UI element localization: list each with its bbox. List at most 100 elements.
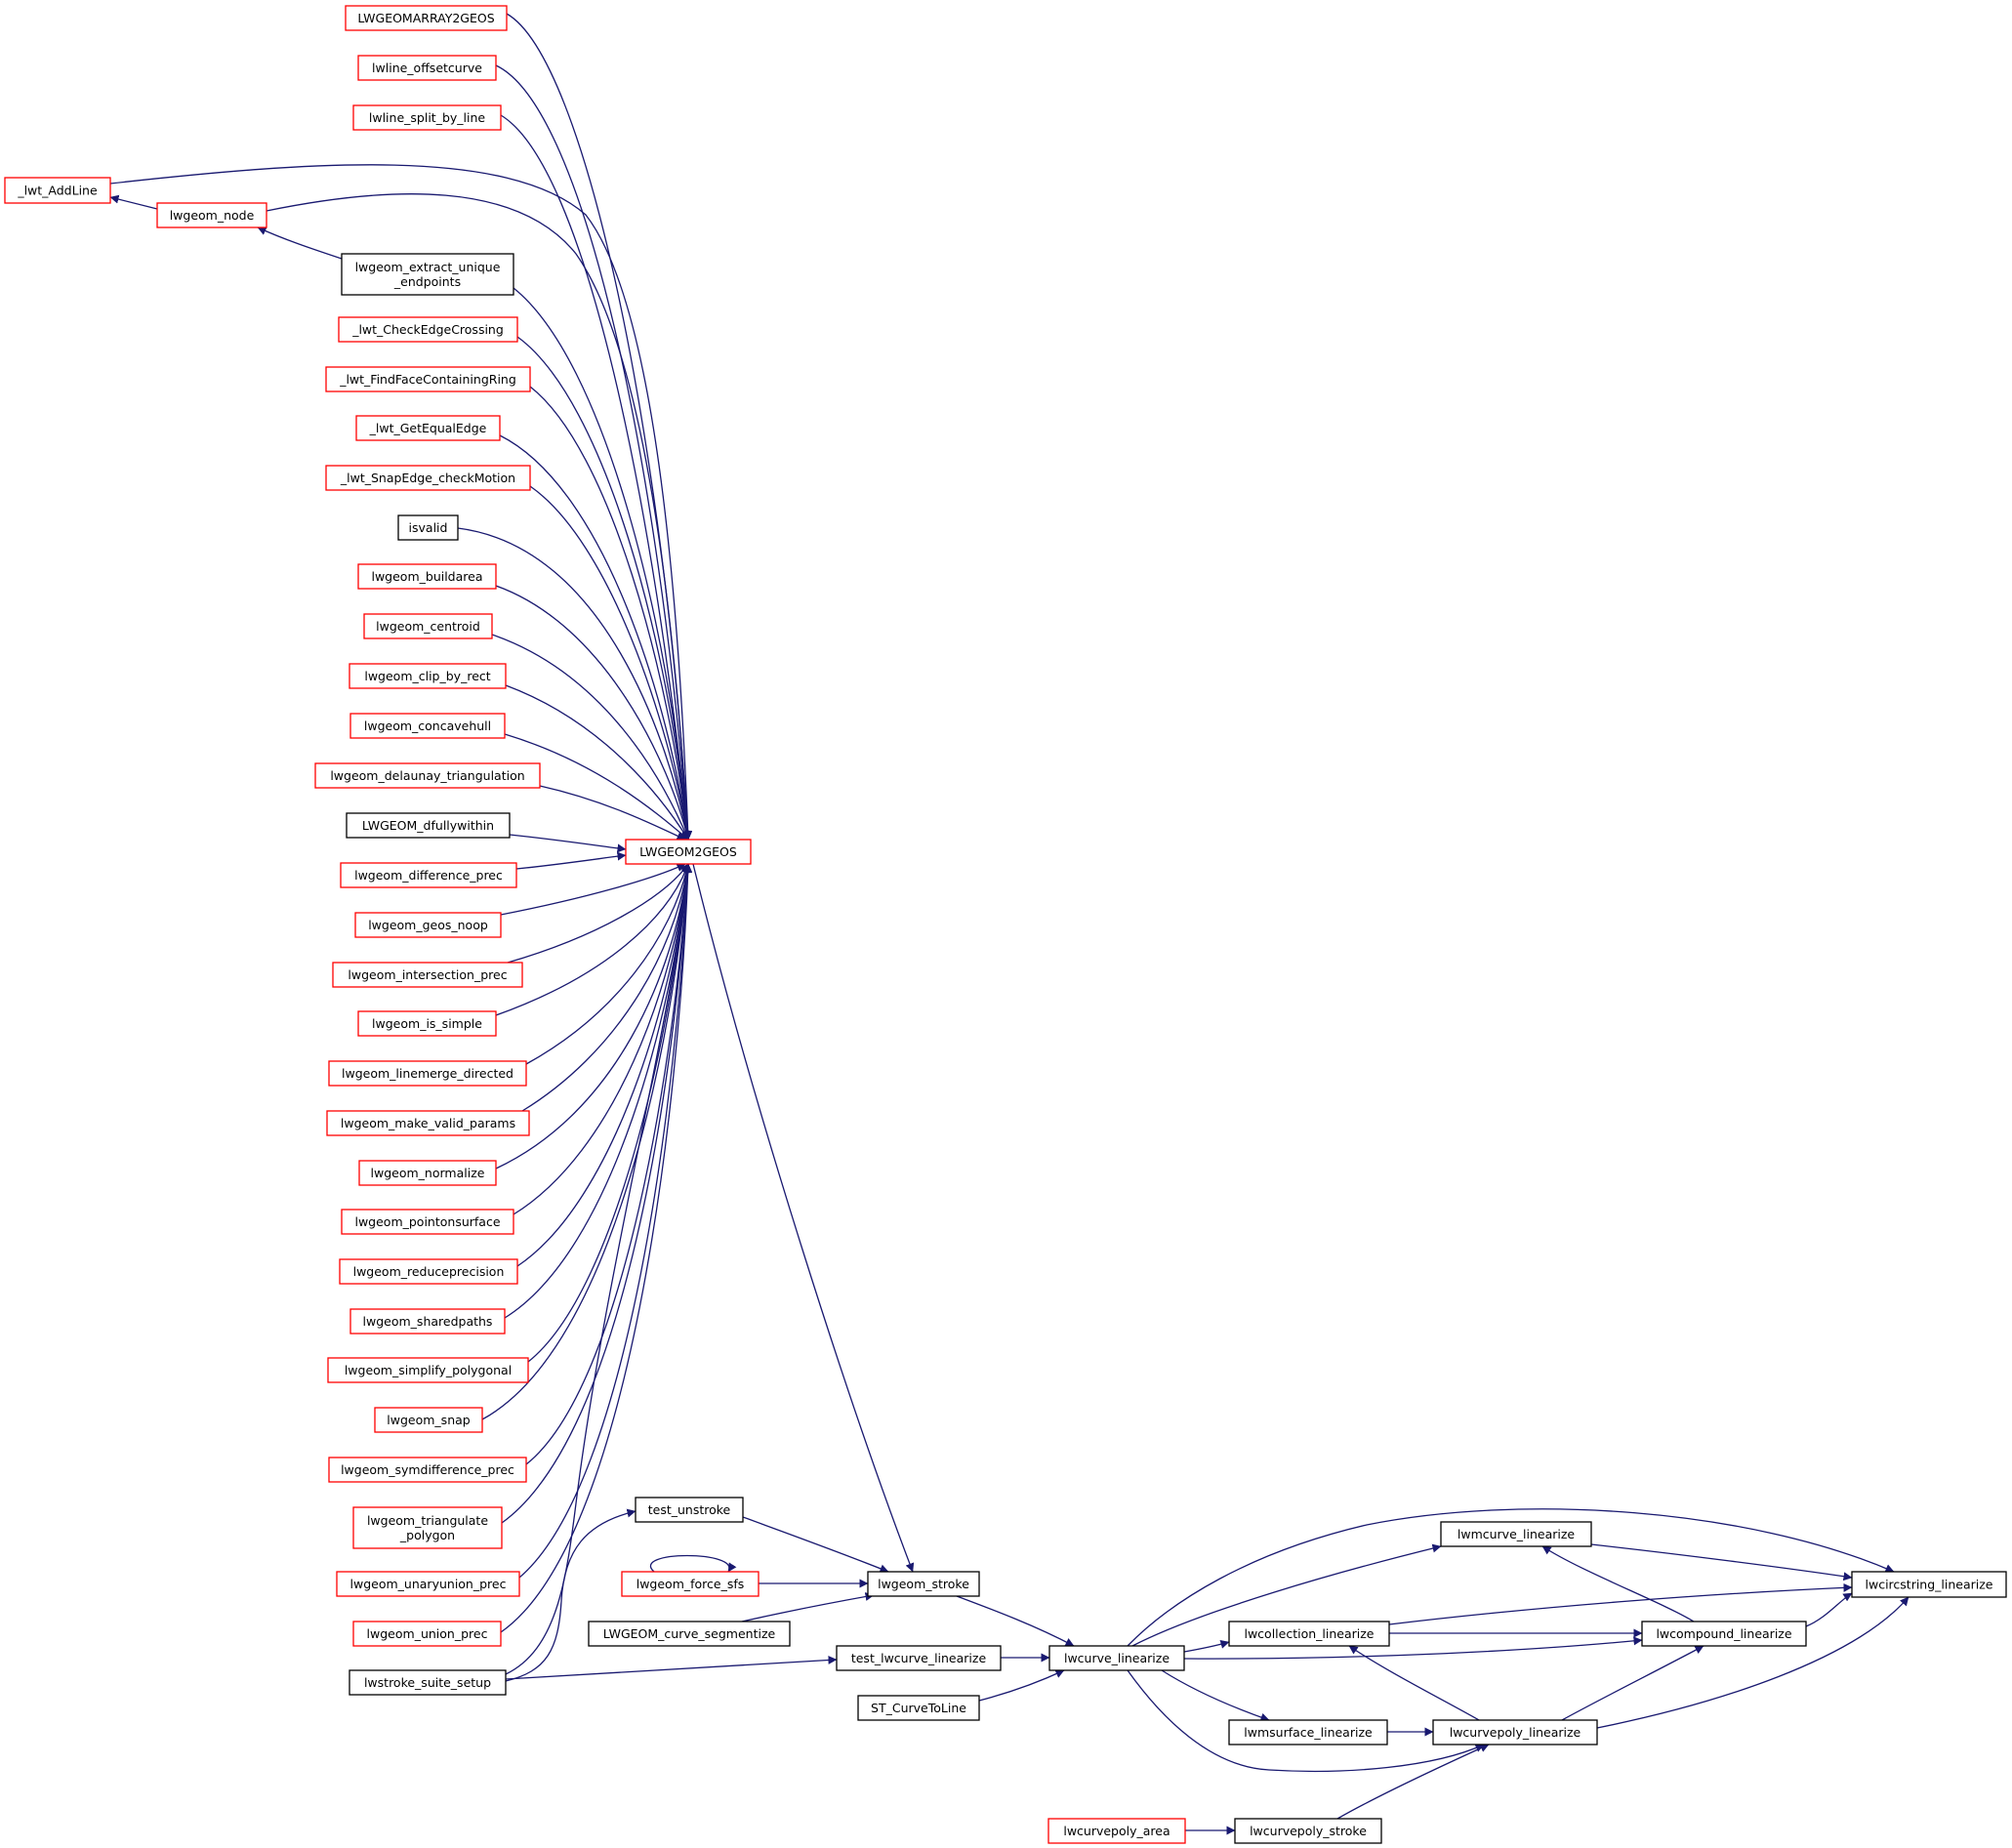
node-label: _lwt_GetEqualEdge: [369, 421, 487, 435]
node-lwstroke-suite-setup[interactable]: lwstroke_suite_setup: [349, 1669, 507, 1696]
node-lwgeom-node[interactable]: lwgeom_node: [156, 202, 267, 228]
edge-lwstroke-suite-setup-to-lwgeom2geos: [505, 863, 692, 1675]
node-lwgeom-make-valid-params[interactable]: lwgeom_make_valid_params: [326, 1110, 530, 1136]
edge-lwgeom-curve-segmentize-to-lwgeom-stroke: [741, 1592, 875, 1622]
node-test-lwcurve-linearize[interactable]: test_lwcurve_linearize: [836, 1645, 1002, 1671]
node-lwgeom-centroid[interactable]: lwgeom_centroid: [363, 613, 493, 639]
node-lwgeom2geos[interactable]: LWGEOM2GEOS: [625, 839, 752, 865]
edge-lwstroke-suite-setup-to-test-unstroke: [505, 1508, 636, 1682]
node-box: [836, 1645, 1002, 1671]
node-lwgeom-intersection-prec[interactable]: lwgeom_intersection_prec: [332, 962, 523, 988]
node-label: lwgeom_snap: [387, 1413, 470, 1427]
node-label: LWGEOMARRAY2GEOS: [357, 11, 494, 25]
node-box: [352, 1621, 502, 1647]
node-label: lwgeom_clip_by_rect: [364, 669, 490, 683]
node-lwgeom-sharedpaths[interactable]: lwgeom_sharedpaths: [349, 1308, 506, 1335]
node-lwcollection-linearize[interactable]: lwcollection_linearize: [1228, 1621, 1390, 1647]
node-label: lwgeom_triangulate: [367, 1513, 488, 1528]
node-lwgeom-curve-segmentize[interactable]: LWGEOM_curve_segmentize: [588, 1621, 791, 1647]
edge-lwgeom-concavehull-to-lwgeom2geos: [504, 733, 689, 841]
node-lwgeom-simplify-polygonal[interactable]: lwgeom_simplify_polygonal: [327, 1357, 529, 1383]
node-lwgeom-difference-prec[interactable]: lwgeom_difference_prec: [340, 862, 517, 888]
edge-lwgeom-node-to-lwgeom2geos: [266, 193, 692, 841]
node-lwline-offsetcurve[interactable]: lwline_offsetcurve: [357, 55, 497, 81]
node-lwgeom-snap[interactable]: lwgeom_snap: [374, 1407, 483, 1433]
node-lwt-checkedgecrossing[interactable]: _lwt_CheckEdgeCrossing: [338, 316, 518, 343]
node-lwgeom-linemerge-directed[interactable]: lwgeom_linemerge_directed: [328, 1060, 527, 1087]
node-test-unstroke[interactable]: test_unstroke: [635, 1497, 744, 1523]
node-st-curvetoline[interactable]: ST_CurveToLine: [857, 1695, 980, 1721]
node-box: [1234, 1818, 1382, 1844]
node-label: lwgeom_force_sfs: [636, 1577, 745, 1591]
node-label: lwline_offsetcurve: [372, 61, 482, 75]
node-lwcompound-linearize[interactable]: lwcompound_linearize: [1641, 1621, 1807, 1647]
node-lwline-split-by-line[interactable]: lwline_split_by_line: [352, 104, 502, 131]
edge-lwgeom-extract-unique-endpoints-to-lwgeom2geos: [513, 287, 692, 841]
node-lwgeom-union-prec[interactable]: lwgeom_union_prec: [352, 1621, 502, 1647]
node-label: _endpoints: [393, 274, 461, 289]
node-box: [621, 1571, 760, 1597]
node-box: [336, 1571, 520, 1597]
node-lwgeom-unaryunion-prec[interactable]: lwgeom_unaryunion_prec: [336, 1571, 520, 1597]
node-lwgeom-triangulate-polygon[interactable]: lwgeom_triangulate_polygon: [352, 1506, 503, 1549]
node-label: test_unstroke: [648, 1502, 731, 1517]
node-lwt-addline[interactable]: _lwt_AddLine: [4, 177, 111, 204]
node-lwt-snapedge-checkmotion[interactable]: _lwt_SnapEdge_checkMotion: [325, 465, 531, 491]
node-lwt-getequaledge[interactable]: _lwt_GetEqualEdge: [355, 415, 501, 441]
node-box: [4, 177, 111, 204]
node-lwgeom-delaunay-triangulation[interactable]: lwgeom_delaunay_triangulation: [314, 762, 541, 789]
node-label: lwgeom_sharedpaths: [363, 1314, 493, 1329]
node-lwgeom-symdifference-prec[interactable]: lwgeom_symdifference_prec: [328, 1457, 527, 1483]
node-box: [339, 1258, 518, 1285]
node-lwgeom-clip-by-rect[interactable]: lwgeom_clip_by_rect: [349, 663, 507, 689]
node-box: [341, 1209, 514, 1235]
node-lwgeom-geos-noop[interactable]: lwgeom_geos_noop: [354, 912, 502, 938]
node-lwgeom-buildarea[interactable]: lwgeom_buildarea: [357, 563, 497, 590]
node-lwgeom-concavehull[interactable]: lwgeom_concavehull: [349, 713, 506, 739]
node-lwgeom-stroke[interactable]: lwgeom_stroke: [867, 1571, 980, 1597]
node-lwgeom-is-simple[interactable]: lwgeom_is_simple: [357, 1010, 497, 1037]
node-box: [354, 912, 502, 938]
edge-lwgeom-normalize-to-lwgeom2geos: [495, 863, 692, 1170]
node-box: [857, 1695, 980, 1721]
node-box: [1851, 1571, 2007, 1598]
node-box: [352, 104, 502, 131]
node-lwgeom-dfullywithin[interactable]: LWGEOM_dfullywithin: [346, 812, 511, 839]
node-lwcurvepoly-stroke[interactable]: lwcurvepoly_stroke: [1234, 1818, 1382, 1844]
edge-lwgeom-sharedpaths-to-lwgeom2geos: [504, 863, 692, 1319]
node-label: _lwt_AddLine: [17, 184, 98, 198]
node-lwcurve-linearize[interactable]: lwcurve_linearize: [1048, 1645, 1185, 1671]
node-lwcurvepoly-linearize[interactable]: lwcurvepoly_linearize: [1432, 1719, 1598, 1745]
edge-lwcurve-linearize-to-lwmcurve-linearize: [1131, 1543, 1442, 1647]
node-label: _polygon: [399, 1528, 455, 1542]
edge-lwgeom-difference-prec-to-lwgeom2geos: [515, 851, 627, 870]
node-label: LWGEOM_curve_segmentize: [603, 1626, 776, 1641]
node-label: lwgeom_buildarea: [371, 569, 482, 584]
edge-lwgeom2geos-to-lwgeom-stroke: [692, 863, 915, 1573]
node-label: isvalid: [409, 520, 448, 535]
node-lwgeom-normalize[interactable]: lwgeom_normalize: [358, 1160, 497, 1186]
node-lwmsurface-linearize[interactable]: lwmsurface_linearize: [1228, 1719, 1388, 1745]
node-box: [325, 366, 531, 392]
node-lwgeomarray2geos[interactable]: LWGEOMARRAY2GEOS: [345, 5, 508, 31]
node-lwt-findfacecontainingring[interactable]: _lwt_FindFaceContainingRing: [325, 366, 531, 392]
node-lwgeom-force-sfs[interactable]: lwgeom_force_sfs: [621, 1571, 760, 1597]
edge-lwcurve-linearize-to-lwcircstring-linearize: [1127, 1508, 1895, 1647]
node-box: [397, 514, 459, 541]
node-label: lwgeom_linemerge_directed: [342, 1066, 513, 1081]
edge-st-curvetoline-to-lwcurve-linearize: [978, 1669, 1065, 1702]
node-lwcircstring-linearize[interactable]: lwcircstring_linearize: [1851, 1571, 2007, 1598]
node-lwgeom-reduceprecision[interactable]: lwgeom_reduceprecision: [339, 1258, 518, 1285]
edge-lwstroke-suite-setup-to-test-lwcurve-linearize: [505, 1655, 838, 1680]
node-isvalid[interactable]: isvalid: [397, 514, 459, 541]
edge-lwgeom-union-prec-to-lwgeom2geos: [500, 863, 693, 1633]
edge-lwline-offsetcurve-to-lwgeom2geos: [495, 64, 692, 841]
node-lwgeom-extract-unique-endpoints[interactable]: lwgeom_extract_unique_endpoints: [341, 253, 514, 296]
node-box: [363, 613, 493, 639]
node-label: lwgeom_union_prec: [367, 1626, 488, 1641]
node-label: lwline_split_by_line: [369, 110, 485, 125]
node-lwcurvepoly-area[interactable]: lwcurvepoly_area: [1047, 1818, 1186, 1844]
node-lwmcurve-linearize[interactable]: lwmcurve_linearize: [1440, 1521, 1592, 1547]
edge-lwcurvepoly-linearize-to-lwcollection-linearize: [1348, 1645, 1480, 1721]
node-lwgeom-pointonsurface[interactable]: lwgeom_pointonsurface: [341, 1209, 514, 1235]
